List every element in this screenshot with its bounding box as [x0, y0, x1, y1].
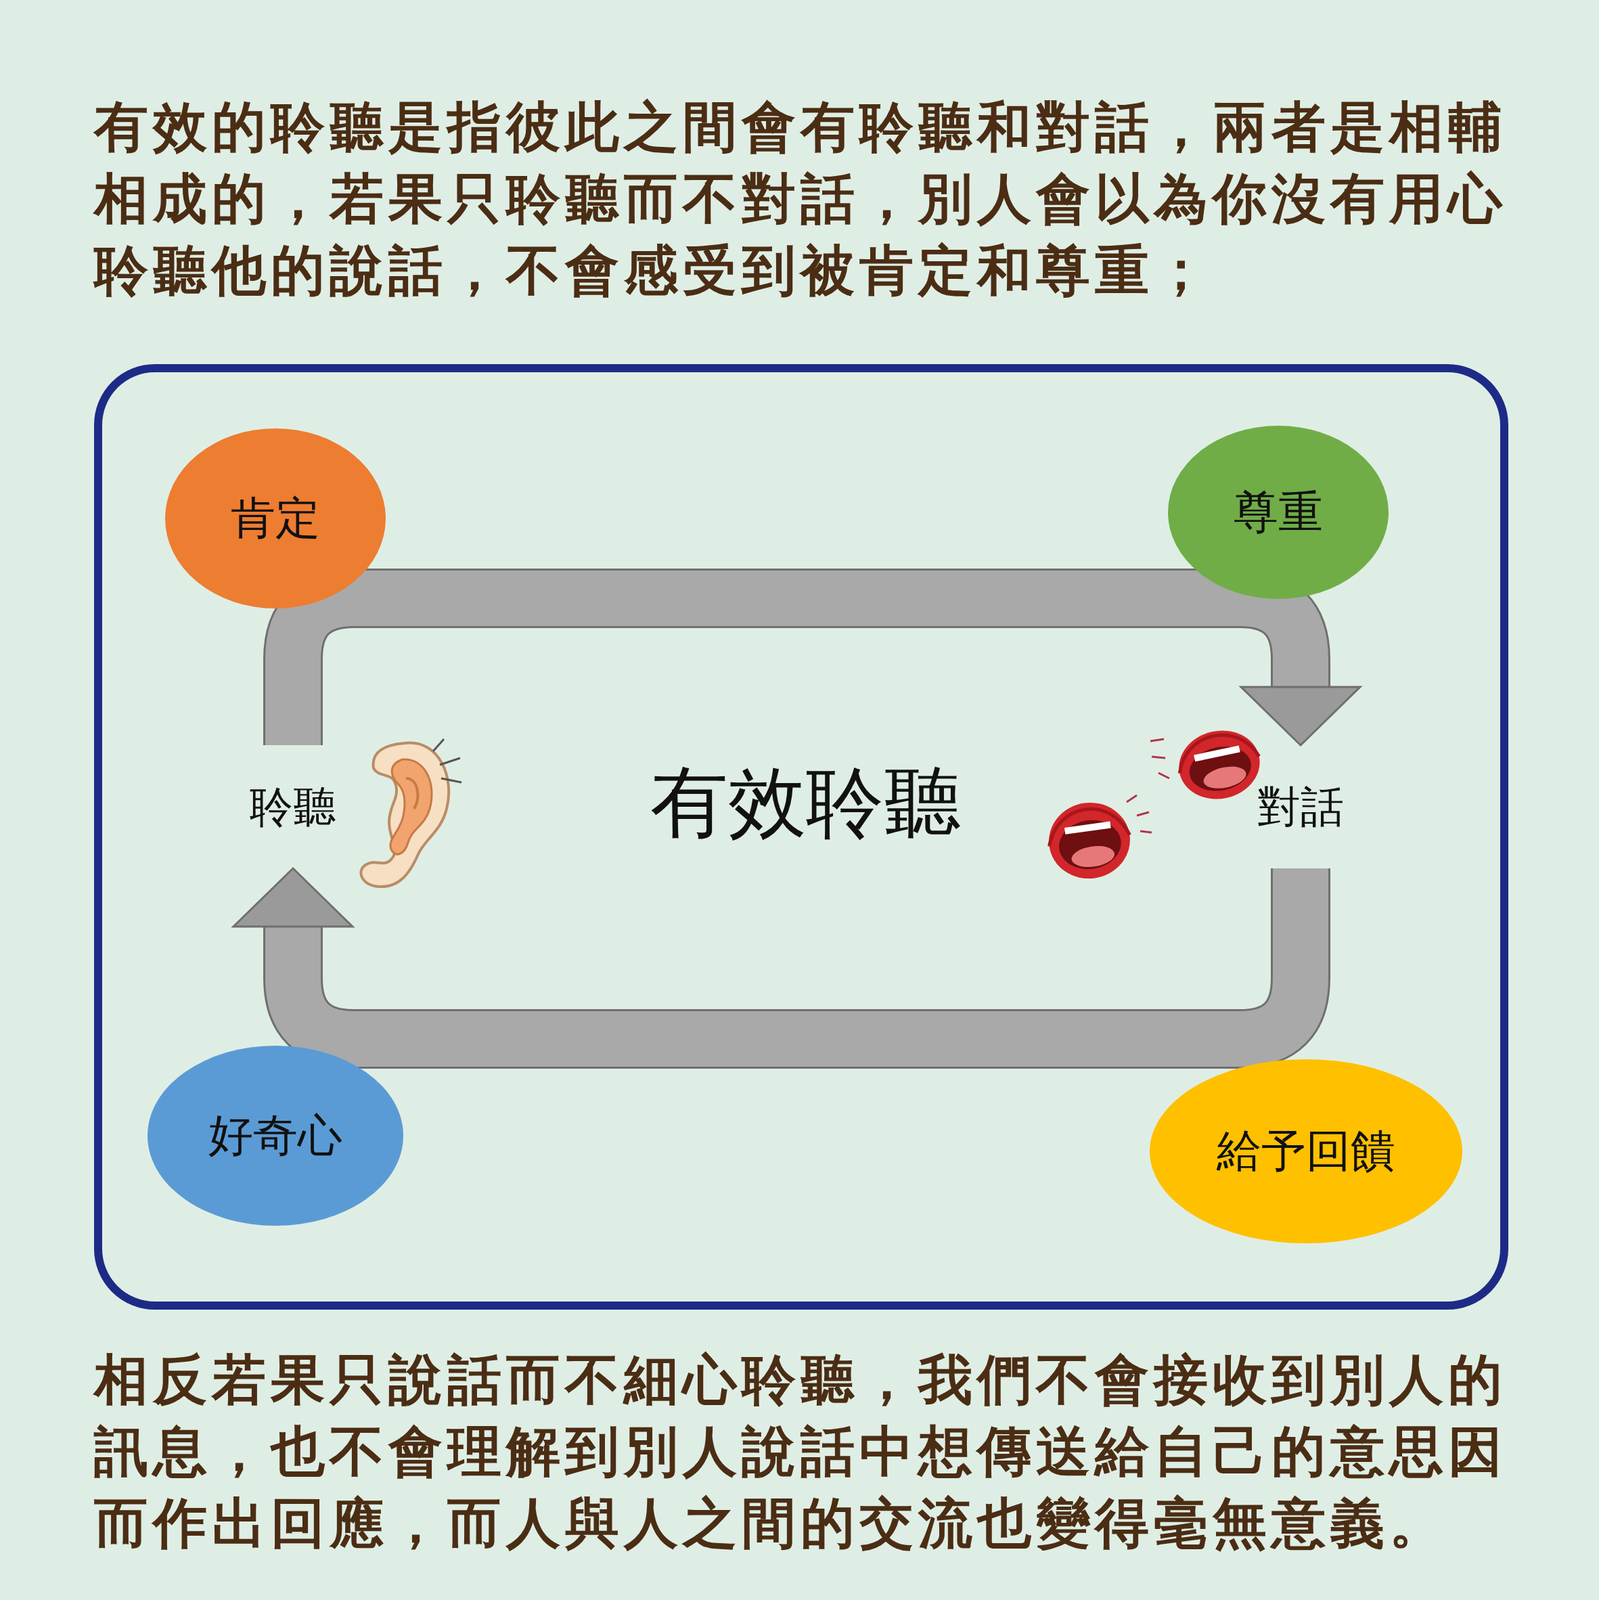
ellipse-node: 給予回饋	[1149, 1059, 1463, 1244]
text-node: 對話	[1249, 745, 1353, 869]
center-title: 有效聆聽	[650, 756, 962, 850]
node-label: 好奇心	[208, 1105, 343, 1166]
node-label: 聆聽	[249, 777, 337, 837]
flow-arrow	[233, 868, 1301, 1039]
node-label: 給予回饋	[1216, 1120, 1396, 1182]
node-label: 肯定	[230, 487, 321, 549]
paragraph-text: 有效的聆聽是指彼此之間會有聆聽和對話，兩者是相輔相成的，若果只聆聽而不對話，別人…	[94, 91, 1516, 307]
node-label: 尊重	[1233, 481, 1323, 543]
mouth-illustration	[1172, 723, 1267, 807]
frame-box: 有效聆聽 肯定 尊重聆聽 對話好奇心 給予回饋	[94, 364, 1509, 1310]
speech-marks	[1126, 738, 1170, 833]
ear-illustration	[360, 738, 462, 887]
paragraph-text: 相反若果只說話而不細心聆聽，我們不會接收到別人的訊息，也不會理解到別人說話中想傳…	[94, 1343, 1516, 1560]
ellipse-node: 尊重	[1167, 425, 1389, 599]
ellipse-node: 好奇心	[147, 1045, 404, 1226]
mouth-illustration	[1044, 797, 1135, 884]
node-label: 對話	[1257, 777, 1344, 837]
ellipse-node: 肯定	[165, 428, 386, 609]
text-node: 聆聽	[241, 745, 345, 869]
flow-arrow	[293, 598, 1361, 746]
